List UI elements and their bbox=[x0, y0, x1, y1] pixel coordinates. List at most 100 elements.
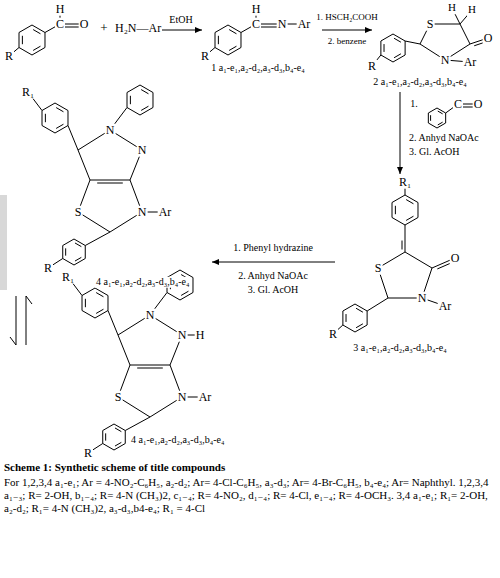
compound-label: 4 a₁-e₁,a₂-d₂,a₃-d₃,b₄-e₄ bbox=[95, 277, 190, 288]
compound-label: EtOH bbox=[168, 15, 193, 26]
atom-label: N bbox=[177, 329, 188, 342]
bond-line bbox=[96, 309, 103, 313]
bond-line bbox=[393, 34, 405, 41]
compound-label: 1. bbox=[409, 99, 419, 110]
bond-line bbox=[417, 203, 418, 218]
bond-line bbox=[192, 278, 193, 293]
bond-line bbox=[405, 41, 406, 55]
bond-line bbox=[19, 48, 32, 56]
atom-label: R₁ bbox=[61, 271, 75, 284]
bond-line bbox=[218, 36, 219, 44]
bond-line bbox=[102, 431, 103, 444]
bond-line bbox=[228, 25, 241, 33]
bond-line bbox=[125, 417, 150, 431]
bond-line bbox=[438, 122, 443, 125]
compound-label: 2. Anhyd NaOAc bbox=[408, 133, 480, 144]
bond-line bbox=[85, 299, 86, 307]
compound-label: 3 a₁-e₁,a₂-d₂,a₃-d₃,b₄-e₄ bbox=[352, 343, 447, 354]
atom-label: R bbox=[200, 50, 210, 63]
bond-line bbox=[152, 93, 153, 108]
bond-line bbox=[82, 288, 95, 296]
atom-label: R bbox=[83, 447, 93, 460]
bond-line bbox=[229, 46, 236, 50]
bond-line bbox=[405, 41, 420, 44]
bond-line bbox=[95, 311, 108, 319]
atom-label: C bbox=[453, 98, 463, 111]
bond-line bbox=[445, 113, 446, 123]
bond-line bbox=[430, 24, 460, 25]
scheme-title: Scheme 1: Synthetic scheme of title comp… bbox=[4, 461, 225, 473]
bond-line bbox=[167, 293, 180, 301]
atom-label: S bbox=[74, 206, 83, 219]
atom-label: H bbox=[467, 4, 477, 16]
bond-line bbox=[392, 218, 405, 226]
bond-line bbox=[140, 85, 153, 93]
bond-line bbox=[68, 126, 78, 151]
bond-line bbox=[22, 36, 23, 44]
bond-line bbox=[392, 203, 393, 218]
bond-line bbox=[19, 25, 32, 33]
bond-line bbox=[115, 428, 121, 432]
compound-label: 2 a₁-e₁,a₂-d₂,a₃-d₃,b₄-e₄ bbox=[372, 77, 467, 88]
bond-line bbox=[402, 241, 403, 250]
bond-line bbox=[137, 368, 163, 369]
bond-line bbox=[42, 111, 43, 126]
bond-line bbox=[78, 150, 90, 180]
bond-line bbox=[33, 46, 40, 50]
bond-line bbox=[56, 124, 63, 128]
bond-line bbox=[460, 24, 470, 44]
bond-line bbox=[125, 431, 126, 444]
scheme-caption: For 1,2,3,4 a₁-e₁; Ar = 4-NO₂-C₆H₅, a₂-d… bbox=[4, 476, 494, 515]
atom-label: H bbox=[251, 3, 262, 16]
bond-line bbox=[130, 96, 131, 104]
bond-line bbox=[127, 93, 128, 108]
bond-line bbox=[85, 246, 86, 259]
atom-label: H bbox=[447, 2, 457, 14]
bond-line bbox=[45, 114, 46, 122]
bond-line bbox=[55, 103, 68, 111]
bond-line bbox=[108, 311, 118, 336]
bond-line bbox=[115, 442, 121, 446]
bond-line bbox=[63, 259, 74, 266]
atom-label: N bbox=[137, 206, 148, 219]
bond-line bbox=[355, 304, 367, 311]
bond-line bbox=[405, 225, 406, 238]
atom-label: Ar bbox=[297, 18, 312, 31]
bond-line bbox=[74, 259, 85, 266]
bond-line bbox=[114, 444, 125, 451]
bond-line bbox=[63, 239, 74, 246]
bond-line bbox=[240, 33, 241, 48]
atom-label: R bbox=[328, 328, 338, 341]
bond-line bbox=[355, 325, 367, 332]
bond-line bbox=[261, 27, 278, 28]
bond-line bbox=[82, 311, 95, 319]
bond-line bbox=[85, 232, 110, 246]
compound-label: 3. Gl. AcOH bbox=[408, 147, 461, 158]
bond-line bbox=[437, 123, 446, 128]
bond-line bbox=[67, 111, 68, 126]
atom-label: R bbox=[4, 50, 14, 63]
compound-label: 4 a₁-e₁,a₂-d₂,a₃-d₃,b₄-e₄ bbox=[130, 435, 225, 446]
reaction-arrow bbox=[322, 30, 372, 31]
bond-line bbox=[215, 33, 216, 48]
bond-line bbox=[356, 308, 363, 312]
bond-line bbox=[367, 298, 388, 311]
atom-label: R bbox=[367, 60, 377, 73]
bond-line bbox=[75, 243, 81, 247]
bond-line bbox=[406, 216, 413, 220]
bond-line bbox=[438, 111, 443, 114]
bond-line bbox=[62, 246, 63, 259]
bond-line bbox=[64, 27, 79, 28]
bond-line bbox=[107, 296, 108, 311]
bond-line bbox=[394, 54, 401, 58]
bond-line bbox=[74, 239, 85, 246]
compound-label: 1. HSCH₂COOH bbox=[315, 13, 379, 22]
bond-line bbox=[96, 293, 103, 297]
atom-label: O bbox=[450, 252, 461, 265]
bond-line bbox=[56, 108, 63, 112]
bond-line bbox=[356, 324, 363, 328]
reaction-arrow bbox=[160, 30, 202, 31]
bond-line bbox=[44, 33, 45, 48]
atom-label: Ar bbox=[158, 206, 173, 219]
reaction-arrow bbox=[400, 92, 401, 174]
